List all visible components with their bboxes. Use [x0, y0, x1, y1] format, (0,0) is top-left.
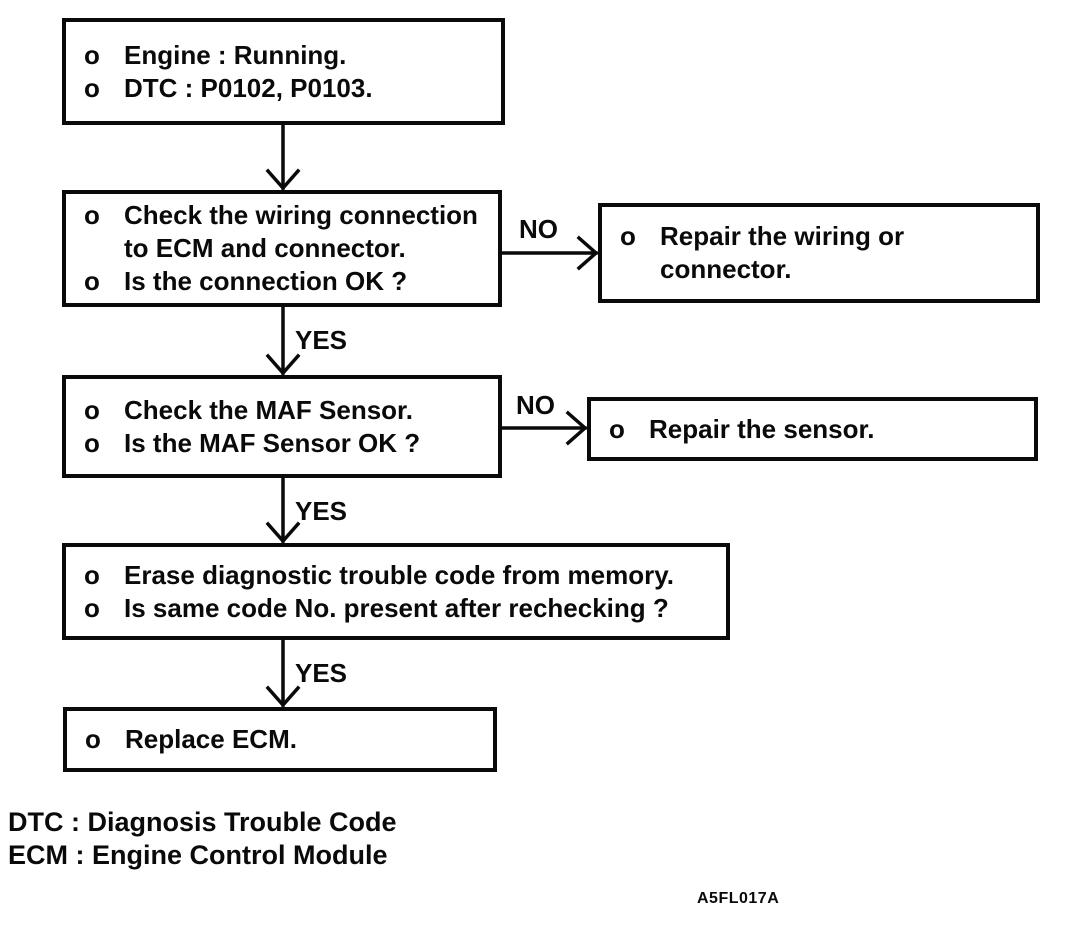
- list-item: o Is the connection OK ?: [84, 265, 490, 298]
- list-item: o Is same code No. present after recheck…: [84, 592, 718, 625]
- legend-ecm: ECM : Engine Control Module: [8, 840, 388, 870]
- check-wiring-box: o Check the wiring connection to ECM and…: [62, 190, 502, 307]
- list-item: o Engine : Running.: [84, 39, 493, 72]
- yes-label-2: YES: [295, 496, 348, 526]
- bullet: o: [84, 200, 100, 230]
- list-item: o Replace ECM.: [85, 723, 485, 756]
- start-line-2: DTC : P0102, P0103.: [124, 72, 373, 103]
- check-wiring-line-2: to ECM and connector.: [124, 233, 406, 263]
- bullet: o: [620, 221, 636, 251]
- bullet: o: [609, 413, 625, 444]
- bullet: o: [84, 266, 100, 296]
- list-item: o Erase diagnostic trouble code from mem…: [84, 559, 718, 592]
- check-wiring-question: Is the connection OK ?: [124, 266, 408, 296]
- erase-dtc-line-1: Erase diagnostic trouble code from memor…: [124, 559, 674, 590]
- bullet: o: [84, 72, 100, 103]
- bullet: o: [84, 559, 100, 590]
- erase-dtc-box: o Erase diagnostic trouble code from mem…: [62, 543, 730, 640]
- check-maf-box: o Check the MAF Sensor. o Is the MAF Sen…: [62, 375, 502, 478]
- list-item-continuation: to ECM and connector.: [84, 232, 490, 265]
- list-item-continuation: connector.: [620, 253, 1028, 286]
- replace-ecm-box: o Replace ECM.: [63, 707, 497, 772]
- check-wiring-line-1: Check the wiring connection: [124, 200, 478, 230]
- start-line-1: Engine : Running.: [124, 39, 347, 70]
- replace-ecm-line: Replace ECM.: [125, 724, 297, 754]
- figure-code: A5FL017A: [697, 890, 780, 907]
- arrow-down-icon: [265, 478, 301, 544]
- arrow-down-icon: [265, 125, 301, 191]
- repair-wiring-line-2: connector.: [660, 254, 792, 284]
- repair-wiring-line-1: Repair the wiring or: [660, 221, 905, 251]
- repair-sensor-line: Repair the sensor.: [649, 413, 875, 444]
- arrow-right-icon: [502, 410, 588, 446]
- erase-dtc-question: Is same code No. present after recheckin…: [124, 592, 669, 623]
- arrow-down-icon: [265, 307, 301, 376]
- check-maf-question: Is the MAF Sensor OK ?: [124, 427, 421, 458]
- legend-dtc: DTC : Diagnosis Trouble Code: [8, 807, 397, 837]
- list-item: o Repair the sensor.: [609, 413, 1026, 446]
- list-item: o Is the MAF Sensor OK ?: [84, 427, 490, 460]
- list-item: o Check the wiring connection: [84, 199, 490, 232]
- bullet: o: [84, 592, 100, 623]
- list-item: o DTC : P0102, P0103.: [84, 72, 493, 105]
- no-label-2: NO: [516, 390, 555, 420]
- arrow-down-icon: [265, 640, 301, 708]
- repair-sensor-box: o Repair the sensor.: [587, 397, 1038, 461]
- abbreviation-legend: DTC : Diagnosis Trouble Code ECM : Engin…: [8, 806, 397, 872]
- bullet: o: [84, 394, 100, 425]
- bullet: o: [84, 427, 100, 458]
- bullet: o: [84, 39, 100, 70]
- arrow-right-icon: [502, 235, 599, 271]
- check-maf-line-1: Check the MAF Sensor.: [124, 394, 413, 425]
- no-label-1: NO: [519, 214, 558, 244]
- yes-label-3: YES: [295, 658, 348, 688]
- yes-label-1: YES: [295, 325, 348, 355]
- list-item: o Repair the wiring or: [620, 220, 1028, 253]
- start-condition-box: o Engine : Running. o DTC : P0102, P0103…: [62, 18, 505, 125]
- bullet: o: [85, 724, 101, 754]
- list-item: o Check the MAF Sensor.: [84, 394, 490, 427]
- repair-wiring-box: o Repair the wiring or connector.: [598, 203, 1040, 303]
